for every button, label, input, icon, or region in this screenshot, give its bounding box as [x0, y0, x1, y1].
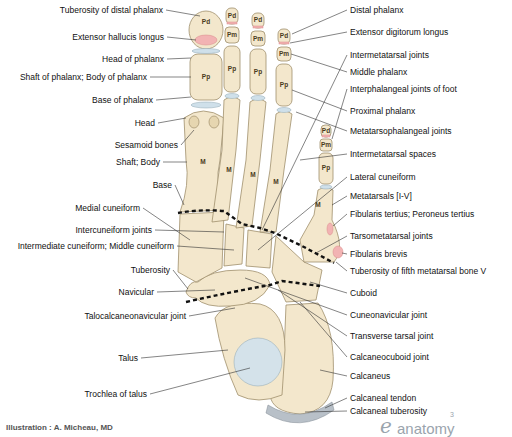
part-label: Base: [153, 181, 172, 190]
part-label: Medial cuneiform: [75, 204, 140, 213]
bone-letter: M: [315, 202, 320, 209]
part-label: Intercuneiform joints: [75, 226, 152, 235]
part-label: Metatarsals [I-V]: [350, 192, 412, 201]
bone-letter: Pm: [279, 51, 289, 58]
bone-letter: Pm: [253, 36, 263, 43]
part-label: Intermetatarsal spaces: [350, 150, 436, 159]
part-label: Tuberosity of fifth metatarsal bone V: [350, 267, 486, 276]
part-label: Calcaneal tuberosity: [350, 407, 427, 416]
part-label: Distal phalanx: [350, 6, 403, 15]
part-label: Middle phalanx: [350, 68, 407, 77]
part-label: Lateral cuneiform: [350, 173, 416, 182]
bone-letter: M: [250, 172, 255, 179]
bone-letter: Pm: [227, 32, 237, 39]
bone-letter: Pp: [202, 74, 210, 81]
bone-letter: Pp: [322, 165, 330, 172]
part-label: Shaft; Body: [116, 158, 160, 167]
part-label: Proximal phalanx: [350, 107, 415, 116]
bone-letter: M: [200, 159, 205, 166]
bone-letter: Pd: [280, 33, 288, 40]
part-label: Tarsometatarsal joints: [350, 232, 433, 241]
part-label: Head of phalanx: [102, 55, 164, 64]
part-label: Extensor digitorum longus: [350, 28, 448, 37]
credit-text: Illustration : A. Micheau, MD: [6, 424, 113, 432]
bone-letter: Pp: [228, 66, 236, 73]
part-label: Talocalcaneonavicular joint: [84, 312, 186, 321]
bone-letter: Pm: [321, 142, 331, 149]
part-label: Interphalangeal joints of foot: [350, 85, 457, 94]
part-label: Sesamoid bones: [115, 141, 178, 150]
bone-letter: Pd: [228, 13, 236, 20]
part-label: Trochlea of talus: [84, 390, 147, 399]
part-label: Fibularis brevis: [350, 250, 407, 259]
part-label: Tuberosity of distal phalanx: [60, 6, 163, 15]
callout-number: 3: [450, 411, 454, 418]
part-label: Shaft of phalanx; Body of phalanx: [20, 73, 147, 82]
bone-letter: M: [226, 167, 231, 174]
part-label: Tuberosity: [131, 266, 170, 275]
bone-letter: Pd: [322, 128, 330, 135]
part-label: Intermediate cuneiform; Middle cuneiform: [18, 242, 174, 251]
bone-letter: Pd: [254, 17, 262, 24]
part-label: Metatarsophalangeal joints: [350, 127, 452, 136]
part-label: Intermetatarsal joints: [350, 51, 429, 60]
bone-letter: M: [273, 179, 278, 186]
bone-letter: Pd: [202, 19, 210, 26]
part-label: Cuneonavicular joint: [350, 311, 427, 320]
part-label: Talus: [118, 354, 138, 363]
bone-letter: Pp: [254, 69, 262, 76]
part-label: Calcaneocuboid joint: [350, 353, 429, 362]
logo-text: anatomy: [397, 421, 455, 436]
part-label: Transverse tarsal joint: [350, 332, 433, 341]
part-label: Base of phalanx: [92, 96, 153, 105]
part-label: Calcaneal tendon: [350, 394, 416, 403]
bone-letter: Pp: [280, 82, 288, 89]
part-label: Fibularis tertius; Peroneus tertius: [350, 210, 474, 219]
part-label: Cuboid: [350, 289, 377, 298]
part-label: Extensor hallucis longus: [72, 33, 164, 42]
part-label: Head: [135, 119, 155, 128]
logo-text: e: [380, 416, 392, 436]
part-label: Navicular: [119, 288, 154, 297]
part-label: Calcaneus: [350, 372, 390, 381]
